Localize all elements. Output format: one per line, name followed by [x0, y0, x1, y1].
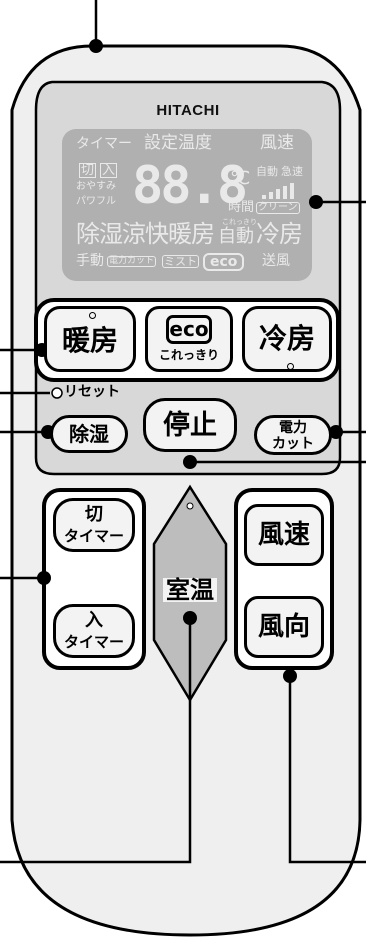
eco-button[interactable]: eco これっきり	[145, 306, 233, 372]
lcd-power-cut-badge: 電力カット	[107, 256, 157, 267]
callout-dot-power-cut	[329, 425, 343, 439]
lcd-clean: クリーン	[256, 202, 300, 214]
lcd-time: 時間	[228, 200, 255, 215]
lcd-timer-label: タイマー	[76, 136, 132, 152]
lcd-fan-speed-label: 風速	[260, 133, 294, 153]
off-timer-label-line1: 切	[85, 504, 103, 525]
fan-direction-button[interactable]: 風向	[244, 596, 324, 658]
lcd-screen	[62, 129, 312, 281]
lcd-off-badge: 切	[79, 163, 97, 178]
room-temp-up-arrow[interactable]	[160, 490, 220, 570]
stop-button-label: 停止	[163, 410, 217, 441]
heat-button[interactable]: 暖房	[44, 306, 136, 372]
on-timer-button[interactable]: 入 タイマー	[53, 604, 135, 658]
callout-dot-fan	[283, 669, 297, 683]
fan-direction-button-label: 風向	[257, 612, 310, 642]
cool-button-label: 冷房	[258, 322, 315, 355]
lcd-auto: 自動	[256, 165, 278, 178]
lcd-mist: ミスト	[162, 255, 199, 268]
callout-dot-room-temp	[183, 611, 197, 625]
lcd-fast: 急速	[281, 165, 303, 178]
lcd-modes-row1: 除湿涼快暖房	[76, 220, 215, 248]
lcd-cool: 冷房	[256, 220, 303, 248]
reset-hole	[51, 387, 63, 399]
stop-button[interactable]: 停止	[143, 398, 237, 452]
power-cut-button[interactable]: 電力 カット	[254, 415, 332, 455]
dehumidify-button[interactable]: 除湿	[50, 415, 128, 453]
dehumidify-button-label: 除湿	[69, 422, 109, 446]
lcd-fan-bars	[262, 181, 298, 199]
heat-indicator-dot	[89, 312, 96, 319]
lcd-on-badge: 入	[100, 163, 118, 178]
brand-logo: HITACHI	[156, 102, 220, 119]
reset-button[interactable]: リセット	[64, 384, 120, 400]
lcd-celsius: ℃	[230, 168, 251, 189]
callout-dot-timer	[37, 571, 51, 585]
callout-dot-stop	[183, 455, 197, 469]
callout-line-room-temp	[0, 618, 192, 864]
callout-dot-lcd	[309, 195, 323, 209]
lcd-temp-digits: 88.8	[132, 156, 248, 216]
eco-button-sublabel: これっきり	[158, 348, 219, 362]
room-temp-up-dot	[186, 502, 194, 510]
on-timer-label-line2: タイマー	[63, 633, 124, 651]
room-temp-down-arrow[interactable]	[160, 612, 220, 692]
off-timer-label-line2: タイマー	[63, 527, 124, 545]
heat-button-label: 暖房	[61, 324, 118, 357]
on-timer-label-line1: 入	[85, 610, 103, 631]
fan-speed-button[interactable]: 風速	[244, 504, 324, 566]
lcd-korekkiri: これっきり	[222, 218, 257, 226]
lcd-auto-2: 自動	[218, 226, 254, 247]
lcd-powerful: パワフル	[76, 196, 116, 207]
callout-dot-top	[89, 39, 103, 53]
lcd-oyasumi: おやすみ	[76, 181, 116, 192]
eco-button-label: eco	[166, 315, 212, 344]
off-timer-button[interactable]: 切 タイマー	[53, 498, 135, 552]
lcd-send-air: 送風	[262, 253, 290, 269]
lcd-manual: 手動	[76, 253, 104, 269]
lcd-eco-badge: eco	[203, 253, 245, 271]
room-temp-button[interactable]: 室温	[163, 578, 217, 602]
cool-button[interactable]: 冷房	[242, 306, 332, 372]
power-cut-label-line2: カット	[272, 436, 314, 452]
fan-speed-button-label: 風速	[257, 520, 310, 550]
power-cut-label-line1: 電力	[279, 420, 307, 436]
cool-indicator-dot	[287, 363, 294, 370]
callout-line-fan	[288, 676, 366, 864]
lcd-set-temp-label: 設定温度	[144, 133, 212, 153]
